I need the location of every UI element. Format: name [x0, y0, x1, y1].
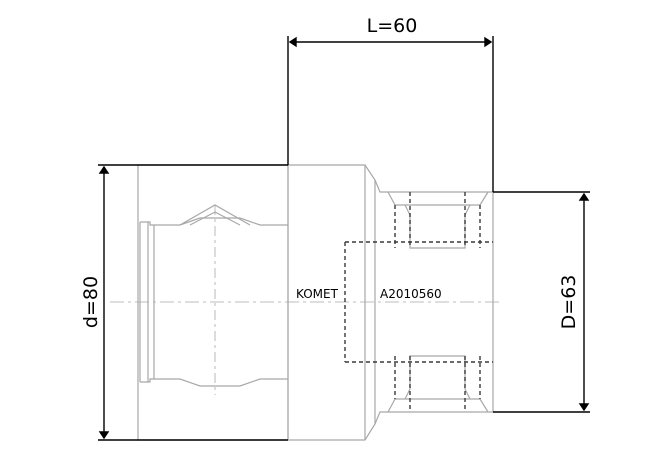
part-code-label: A2010560 [380, 287, 442, 301]
brand-label: KOMET [296, 287, 339, 301]
hidden-bore [344, 192, 493, 412]
bore-diameter-label: D=63 [558, 275, 580, 330]
dimension-lines [98, 36, 590, 441]
bore-arrow-bottom [578, 403, 590, 412]
outer-diameter-label: d=80 [80, 276, 102, 328]
od-arrow-bottom [98, 431, 110, 440]
length-arrow-right [484, 36, 493, 48]
bore-arrow-top [578, 192, 590, 201]
od-arrow-top [98, 165, 110, 174]
length-arrow-left [288, 36, 297, 48]
upper-ring [387, 191, 489, 249]
length-label: L=60 [367, 15, 418, 37]
lower-ring [387, 355, 489, 413]
tool-outline [110, 164, 500, 441]
